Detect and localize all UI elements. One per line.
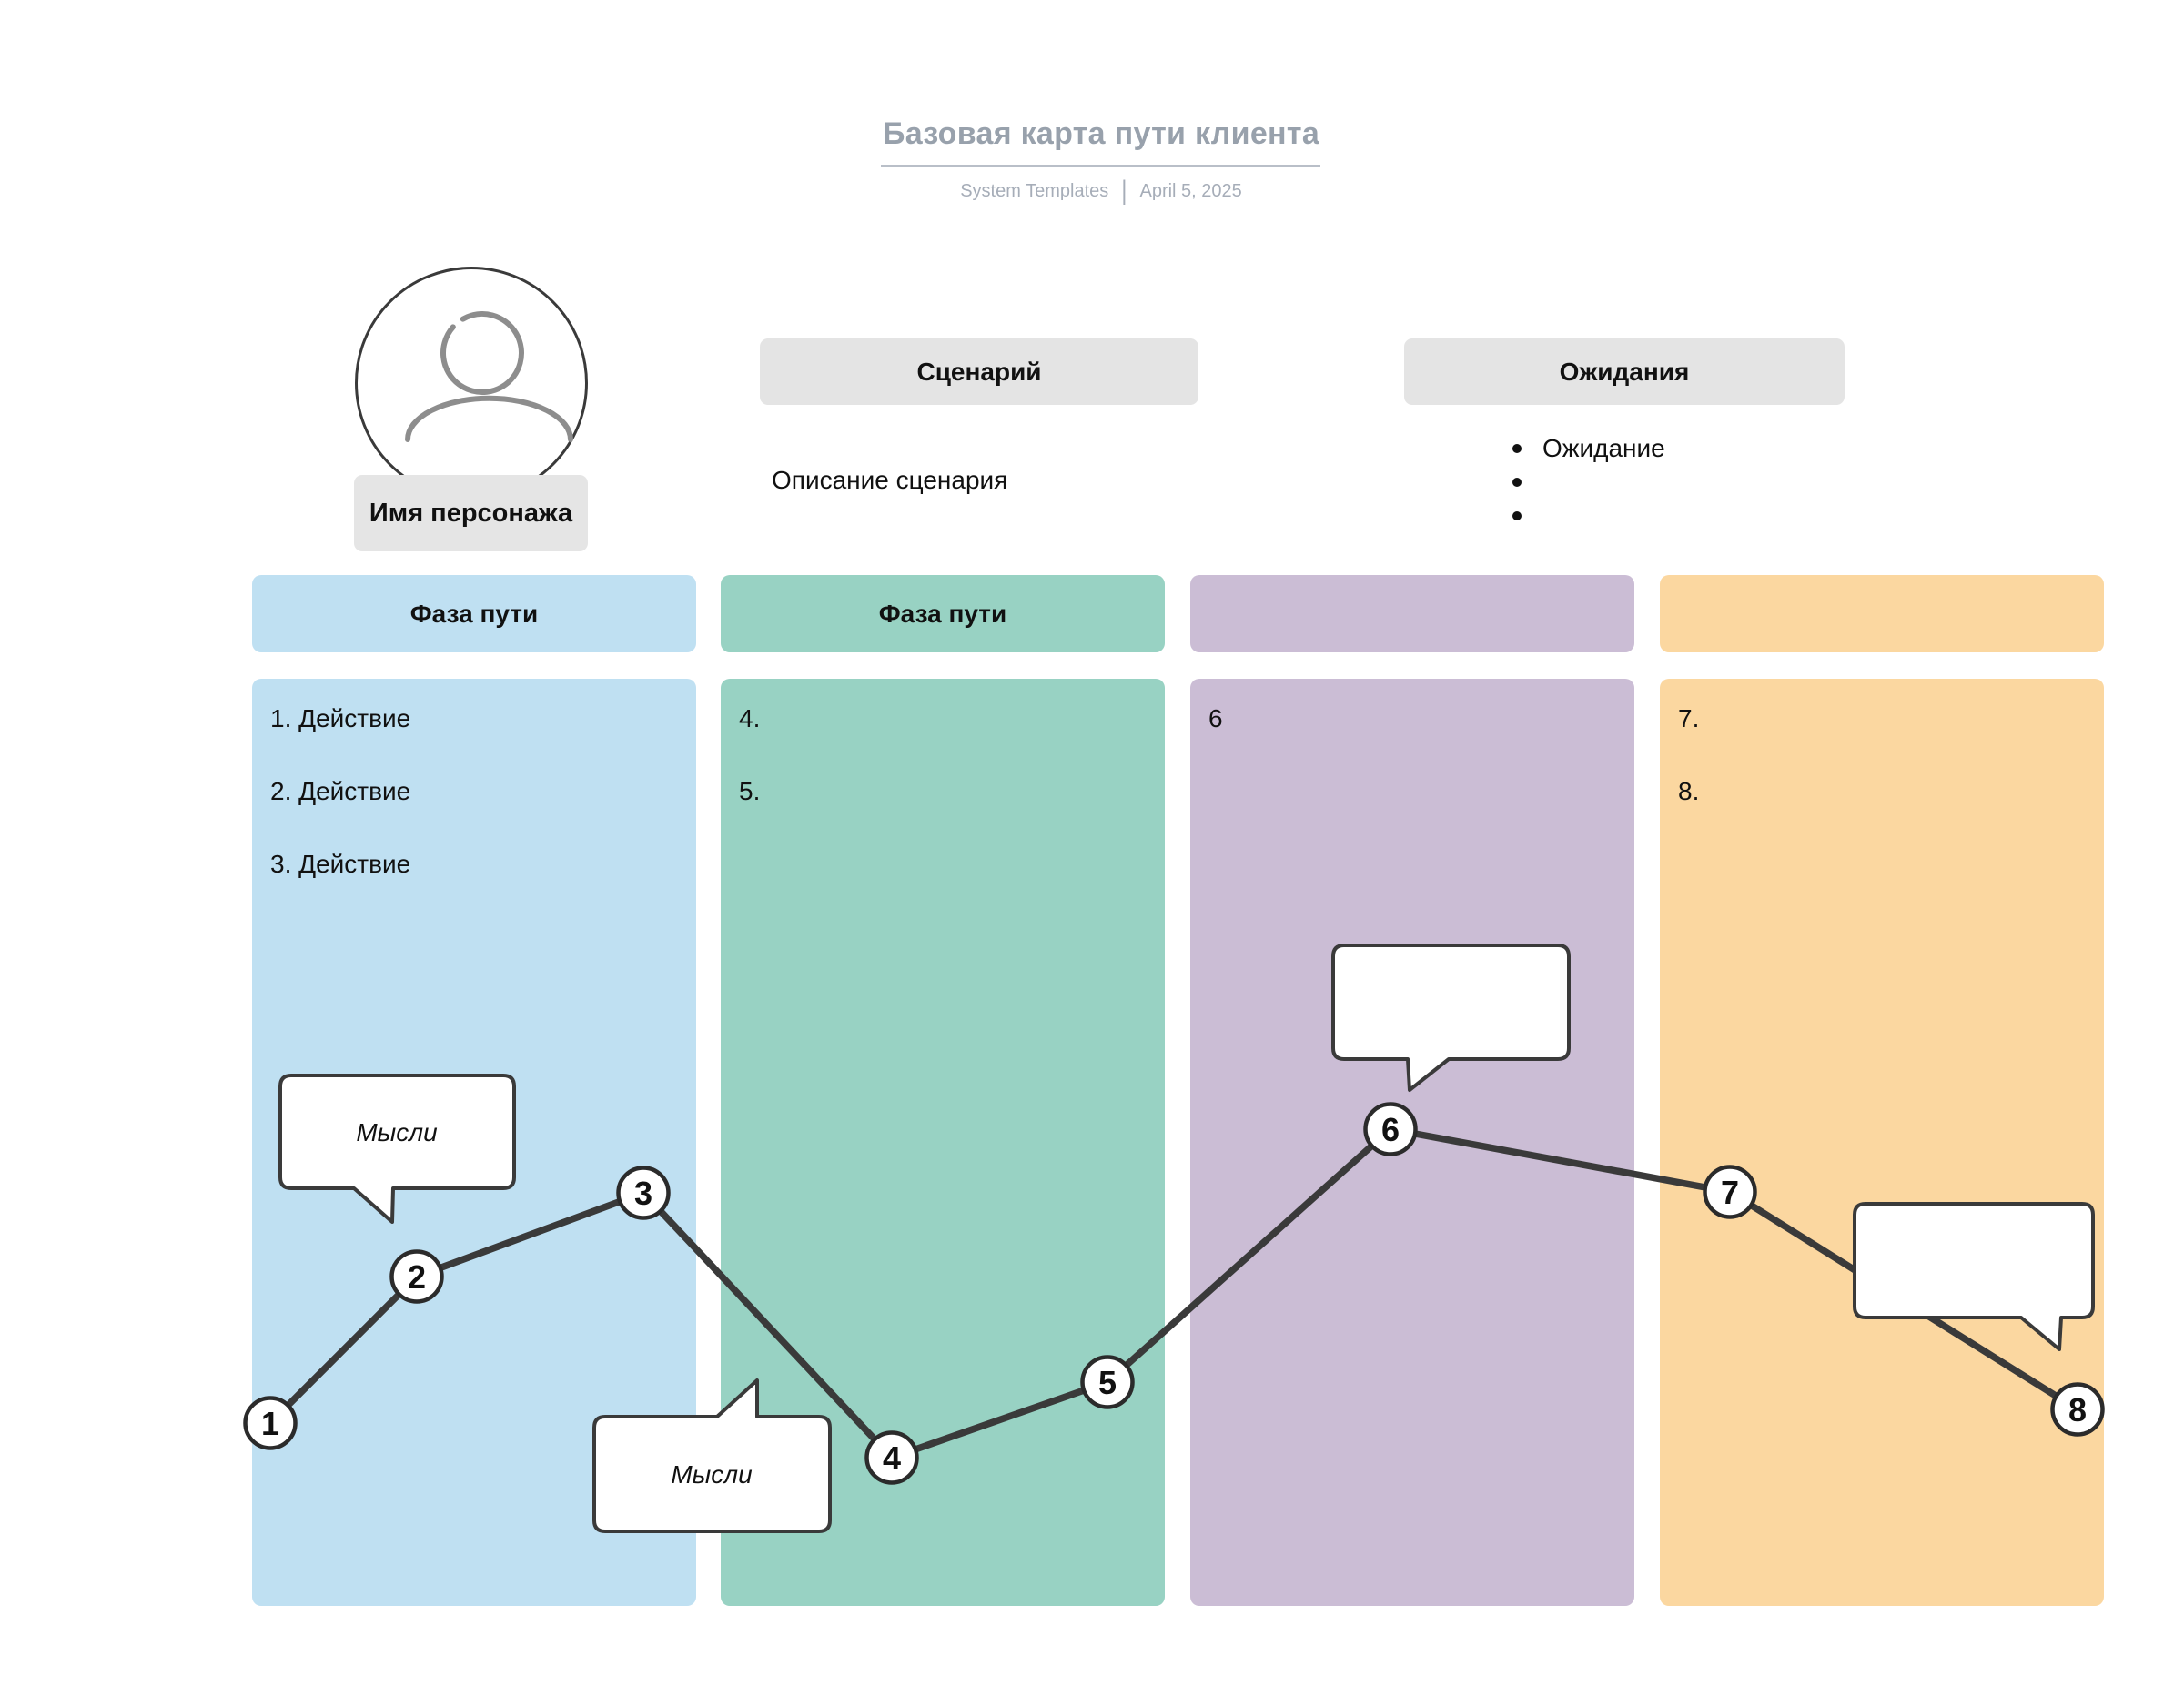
journey-point-8[interactable]: 8 [2050,1382,2105,1437]
journey-point-label: 6 [1381,1111,1400,1148]
title-underline [881,165,1320,167]
action-item[interactable]: 4. [739,704,761,732]
thought-bubble-text[interactable]: Мысли [671,1460,753,1489]
journey-point-label: 5 [1098,1364,1117,1401]
phase-header-4[interactable] [1660,575,2104,652]
journey-line[interactable] [267,1126,2081,1461]
thought-bubble-1[interactable]: Мысли [278,1074,516,1224]
date-label: April 5, 2025 [1139,180,1242,201]
expectations-list: Ожидание [1512,431,1665,532]
action-item[interactable]: 1. Действие [270,704,411,732]
phase-column-4: 7. 8. [1660,679,2104,1606]
action-item[interactable]: 2. Действие [270,777,411,805]
action-item[interactable]: 3. Действие [270,850,411,878]
persona-name-box[interactable]: Имя персонажа [354,475,588,551]
journey-point-6[interactable]: 6 [1363,1102,1418,1156]
expectation-item[interactable]: Ожидание [1512,431,1665,465]
action-item[interactable]: 7. [1678,704,1700,732]
subtitle-separator: | [1121,175,1127,207]
person-icon [405,311,573,442]
thought-bubble-text[interactable]: Мысли [356,1118,438,1146]
phase-header-3[interactable] [1190,575,1634,652]
journey-point-label: 8 [2068,1391,2087,1429]
journey-point-3[interactable]: 3 [616,1166,671,1220]
action-item[interactable]: 8. [1678,777,1700,805]
action-item[interactable]: 5. [739,777,761,805]
scenario-header-bar: Сценарий [760,338,1198,405]
page-title[interactable]: Базовая карта пути клиента [882,116,1320,151]
journey-point-2[interactable]: 2 [389,1249,444,1304]
thought-bubble-4[interactable] [1853,1202,2095,1351]
journey-point-label: 1 [261,1405,279,1442]
document-subtitle: System Templates | April 5, 2025 [819,175,1383,207]
scenario-description[interactable]: Описание сценария [772,466,1008,494]
journey-point-label: 3 [634,1175,652,1212]
persona-avatar[interactable] [355,267,588,500]
expectations-header-bar: Ожидания [1404,338,1845,405]
journey-point-5[interactable]: 5 [1080,1355,1135,1409]
thought-bubble-2[interactable]: Мысли [592,1378,832,1533]
author-label: System Templates [960,180,1109,201]
journey-point-label: 2 [408,1258,426,1296]
thought-bubble-3[interactable] [1331,944,1571,1092]
phase-header-2[interactable]: Фаза пути [721,575,1165,652]
journey-point-1[interactable]: 1 [243,1396,298,1450]
journey-point-label: 7 [1721,1174,1739,1211]
journey-point-label: 4 [883,1439,901,1477]
action-item[interactable]: 6 [1208,704,1223,732]
phase-header-1[interactable]: Фаза пути [252,575,696,652]
journey-point-4[interactable]: 4 [864,1430,919,1485]
journey-point-7[interactable]: 7 [1703,1165,1757,1219]
